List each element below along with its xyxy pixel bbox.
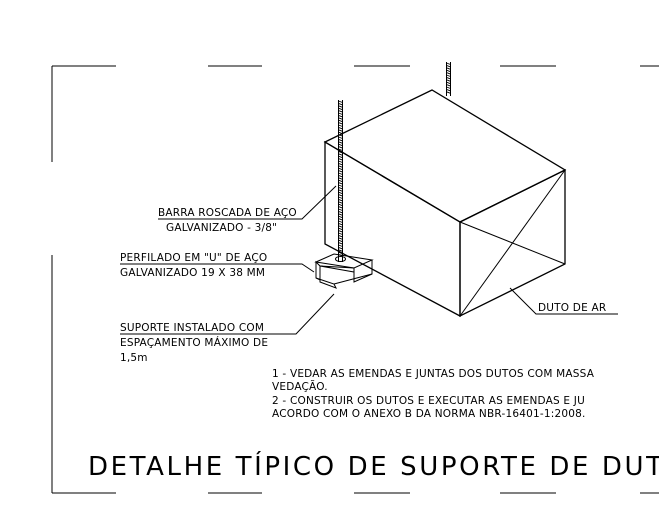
leader-lines (120, 185, 618, 335)
note-1-line-1: 1 - VEDAR AS EMENDAS E JUNTAS DOS DUTOS … (272, 368, 595, 380)
note-2-line-1: 2 - CONSTRUIR OS DUTOS E EXECUTAR AS EME… (272, 395, 585, 407)
callout-threaded-rod: BARRA ROSCADA DE AÇO GALVANIZADO - 3/8" (158, 207, 297, 234)
threaded-rod-label-line1: BARRA ROSCADA DE AÇO (158, 207, 297, 219)
callout-support: SUPORTE INSTALADO COM ESPAÇAMENTO MÁXIMO… (120, 322, 268, 364)
drawing-title: DETALHE TÍPICO DE SUPORTE DE DUT (88, 450, 659, 482)
air-duct-box (323, 89, 567, 318)
note-1-line-2: VEDAÇÃO. (272, 380, 328, 393)
support-label-line3: 1,5m (120, 352, 148, 364)
u-channel-label-line1: PERFILADO EM "U" DE AÇO (120, 252, 267, 264)
u-channel-profile (314, 253, 374, 289)
notes-block: 1 - VEDAR AS EMENDAS E JUNTAS DOS DUTOS … (272, 368, 595, 420)
u-channel-label-line2: GALVANIZADO 19 X 38 MM (120, 267, 265, 279)
support-label-line1: SUPORTE INSTALADO COM (120, 322, 264, 334)
support-label-line2: ESPAÇAMENTO MÁXIMO DE (120, 336, 268, 349)
note-2-line-2: ACORDO COM O ANEXO B DA NORMA NBR-16401-… (272, 408, 586, 420)
threaded-rod-back (446, 62, 451, 96)
threaded-rod-label-line2: GALVANIZADO - 3/8" (166, 222, 277, 234)
duct-label: DUTO DE AR (538, 302, 606, 314)
callout-duct: DUTO DE AR (538, 302, 606, 314)
threaded-rod-front (335, 100, 346, 262)
callout-u-channel: PERFILADO EM "U" DE AÇO GALVANIZADO 19 X… (120, 252, 267, 279)
frame-border (51, 65, 659, 494)
